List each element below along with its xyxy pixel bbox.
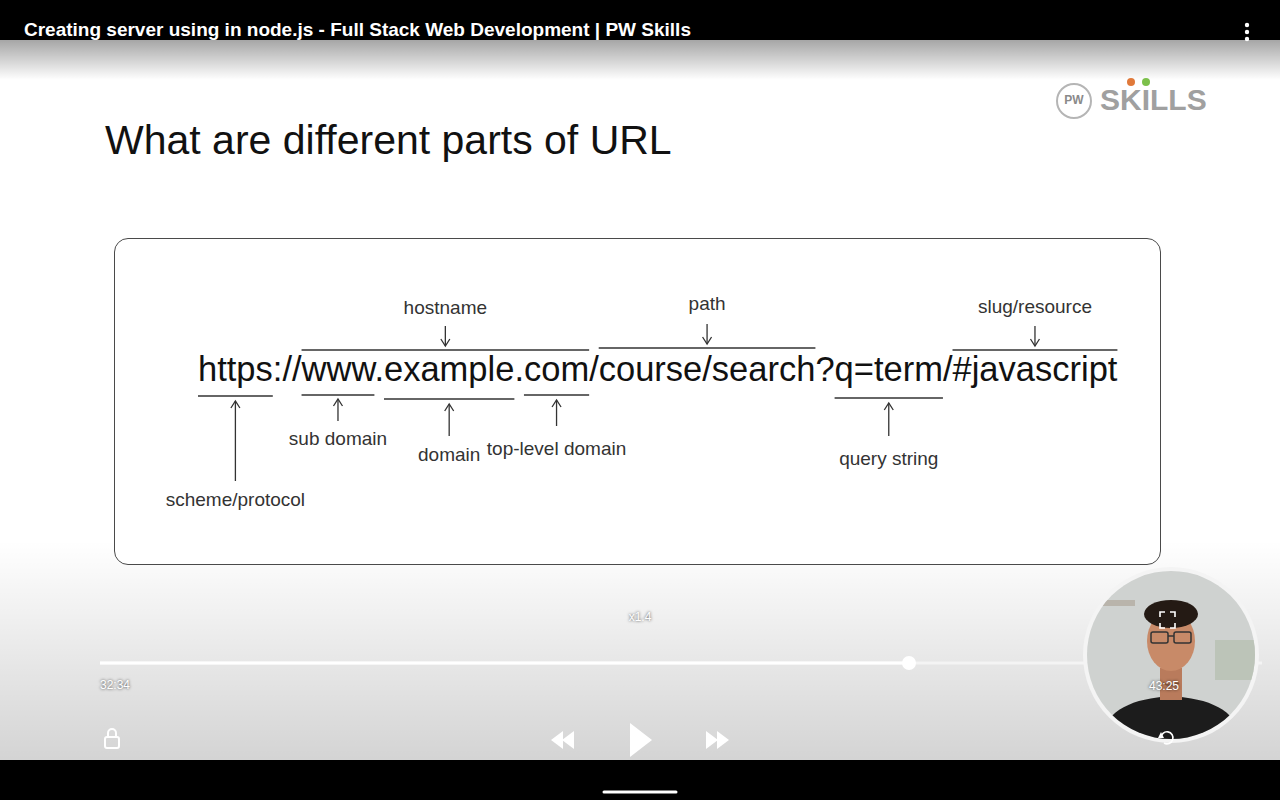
logo-mark: PW [1064, 94, 1083, 108]
leader-line [706, 324, 707, 344]
part-label: domain [418, 444, 480, 466]
leader-line [337, 399, 338, 421]
elapsed-time: 32:34 [100, 679, 130, 693]
leader-line [556, 400, 557, 426]
part-label: top-level domain [487, 438, 626, 460]
playback-speed: x1.4 [629, 611, 652, 625]
player-controls [551, 723, 729, 757]
part-label: slug/resource [978, 296, 1092, 318]
leader-line [384, 398, 514, 399]
leader-line [835, 397, 943, 398]
total-time: 43:25 [1149, 680, 1179, 694]
leader-line [1030, 339, 1039, 346]
leader-line [524, 394, 589, 395]
nav-handle [604, 791, 676, 794]
leader-line [302, 394, 375, 395]
controls-shade [0, 540, 1280, 760]
leader-line [884, 403, 893, 410]
video-title: Creating server using in node.js - Full … [24, 19, 691, 41]
leader-line [441, 339, 450, 346]
part-label: scheme/protocol [166, 489, 305, 511]
leader-line [231, 401, 240, 408]
url-text: https://www.example.com/course/search?q=… [198, 350, 1117, 390]
leader-line [445, 404, 454, 411]
leader-line [552, 400, 561, 407]
leader-line [449, 404, 450, 436]
leader-line [445, 326, 446, 346]
diagram-frame: https://www.example.com/course/search?q=… [114, 238, 1161, 565]
part-label: hostname [404, 297, 487, 319]
leader-line [333, 399, 342, 406]
top-shade [0, 40, 1280, 80]
slide-title: What are different parts of URL [105, 117, 672, 164]
leader-line [198, 395, 273, 396]
presenter-webcam [1083, 567, 1260, 745]
leader-lines [115, 239, 1160, 564]
leader-line [888, 403, 889, 436]
leader-line [599, 347, 816, 348]
part-label: path [689, 293, 726, 315]
leader-line [703, 337, 712, 344]
lock-icon [105, 729, 119, 748]
leader-line [1034, 326, 1035, 346]
slide-ground [0, 40, 1280, 760]
part-label: query string [839, 448, 938, 470]
menu-icon [1245, 23, 1249, 41]
leader-line [235, 401, 236, 481]
logo-text: SKILLS [1100, 83, 1207, 118]
part-label: sub domain [289, 428, 387, 450]
